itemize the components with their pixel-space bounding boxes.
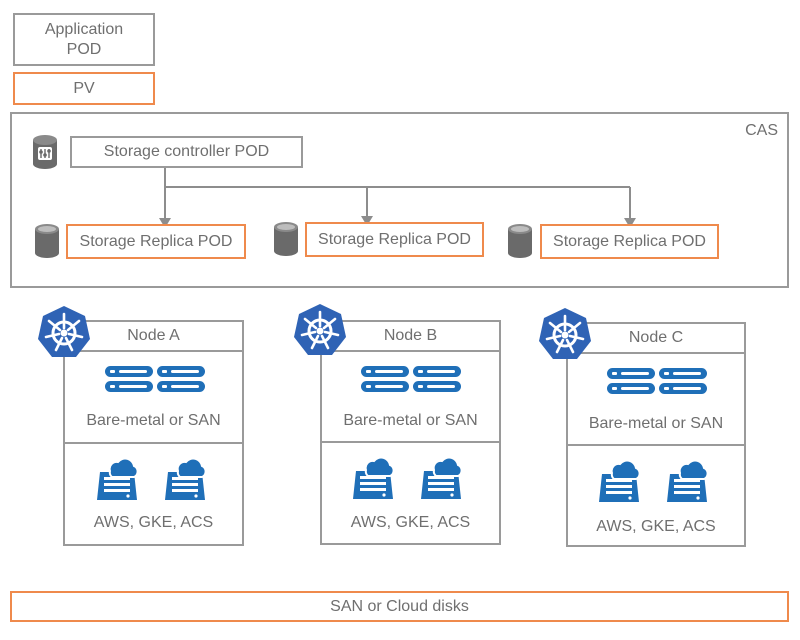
kubernetes-icon-node-a bbox=[38, 306, 90, 357]
kubernetes-icon-node-c bbox=[539, 308, 591, 359]
node-a-storage-label: Bare-metal or SAN bbox=[86, 412, 221, 429]
node-c-title: Node C bbox=[628, 329, 684, 346]
kubernetes-icon-node-b bbox=[294, 304, 346, 355]
node-b-storage-label: Bare-metal or SAN bbox=[343, 412, 478, 429]
node-a: Node A Bare-metal or SAN AWS, GKE, ACS bbox=[63, 320, 244, 546]
storage-replica-pod-1: Storage Replica POD bbox=[66, 224, 246, 259]
legend-pv: PV bbox=[13, 72, 155, 105]
node-b-title: Node B bbox=[383, 327, 438, 344]
node-c-storage-label: Bare-metal or SAN bbox=[588, 415, 724, 432]
storage-replica-pod-1-label: Storage Replica POD bbox=[79, 232, 233, 250]
replica-database-icon-1 bbox=[35, 224, 59, 258]
san-cloud-disks-bar: SAN or Cloud disks bbox=[10, 591, 789, 622]
node-a-title: Node A bbox=[127, 327, 180, 344]
cloud-server-icon-node-a-2 bbox=[165, 457, 207, 500]
legend-application-pod-label: Application POD bbox=[44, 20, 124, 58]
storage-replica-pod-3: Storage Replica POD bbox=[540, 224, 719, 259]
controller-database-icon bbox=[33, 135, 57, 169]
node-a-cloud-label: AWS, GKE, ACS bbox=[93, 514, 214, 531]
legend-pv-label: PV bbox=[73, 79, 95, 97]
storage-replica-pod-2: Storage Replica POD bbox=[305, 222, 484, 257]
server-icon-node-c bbox=[607, 368, 707, 394]
node-b-cloud-label: AWS, GKE, ACS bbox=[350, 514, 471, 531]
storage-controller-pod-label: Storage controller POD bbox=[103, 143, 270, 160]
storage-replica-pod-2-label: Storage Replica POD bbox=[318, 230, 471, 248]
cloud-server-icon-node-a-1 bbox=[97, 457, 139, 500]
cas-title: CAS bbox=[745, 122, 778, 139]
legend-application-pod: Application POD bbox=[13, 13, 155, 66]
server-icon-node-b bbox=[361, 366, 461, 392]
node-b: Node B Bare-metal or SAN AWS, GKE, ACS bbox=[320, 320, 501, 545]
replica-database-icon-3 bbox=[508, 224, 532, 258]
san-cloud-disks-label: SAN or Cloud disks bbox=[330, 597, 469, 615]
server-icon-node-a bbox=[105, 366, 205, 392]
storage-controller-pod: Storage controller POD bbox=[70, 136, 303, 168]
cloud-server-icon-node-b-1 bbox=[353, 456, 395, 499]
node-c: Node C Bare-metal or SAN AWS, GKE, ACS bbox=[566, 322, 746, 547]
cloud-server-icon-node-c-2 bbox=[667, 459, 709, 502]
node-c-cloud-label: AWS, GKE, ACS bbox=[596, 518, 716, 535]
cloud-server-icon-node-c-1 bbox=[599, 459, 641, 502]
cloud-server-icon-node-b-2 bbox=[421, 456, 463, 499]
replica-database-icon-2 bbox=[274, 222, 298, 256]
storage-replica-pod-3-label: Storage Replica POD bbox=[553, 232, 706, 250]
